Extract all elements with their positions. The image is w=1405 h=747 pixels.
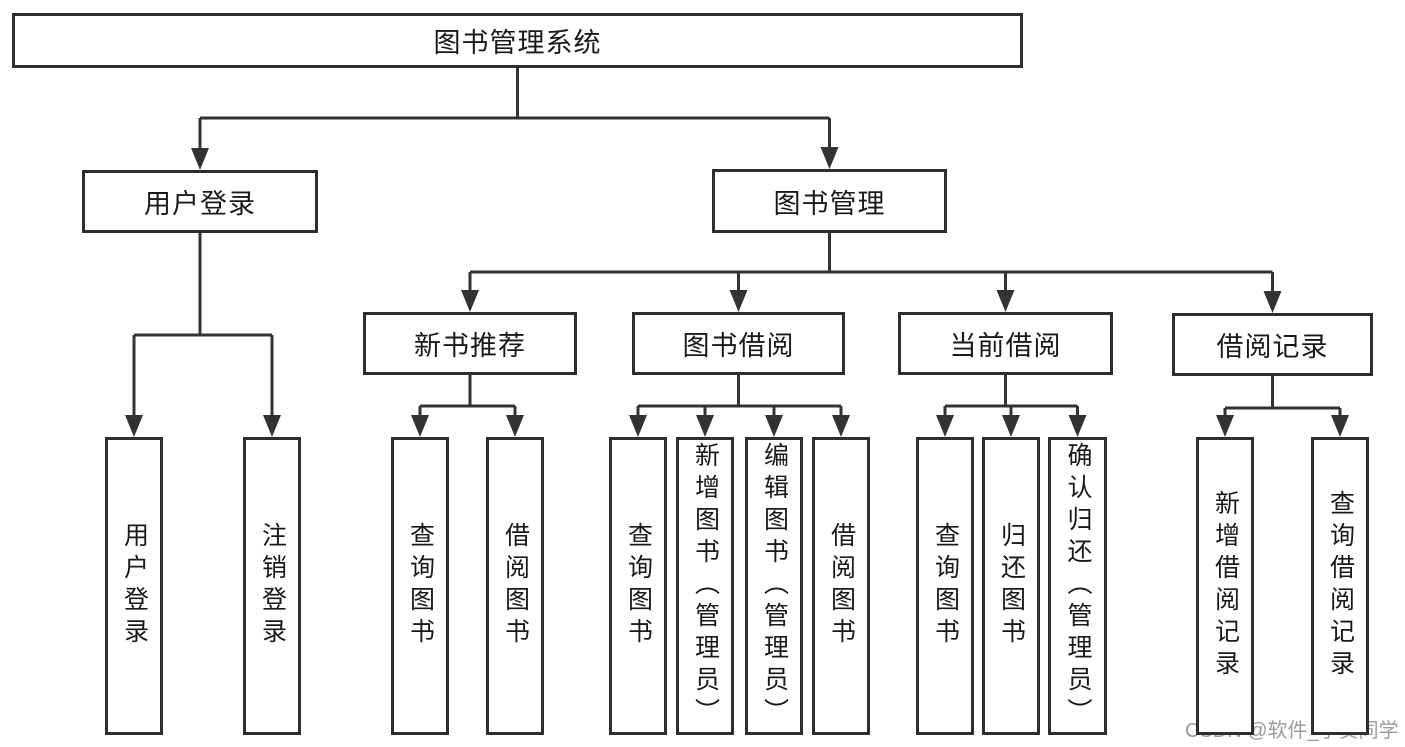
arrowhead-user-login <box>125 415 143 437</box>
node-root-box: 图书管理系统 <box>12 13 1023 68</box>
node-c-return-box: 归还图书 <box>982 437 1040 735</box>
arrowhead-logout <box>263 415 281 437</box>
node-user-login-label: 用户登录 <box>120 522 149 650</box>
node-mgmt-label: 图书管理 <box>773 188 886 219</box>
node-b-borrow-box: 借阅图书 <box>812 437 870 735</box>
connector-lines <box>132 68 1342 421</box>
node-b-query-box: 查询图书 <box>609 437 667 735</box>
node-b-query-label: 查询图书 <box>624 522 653 650</box>
node-c-query-label: 查询图书 <box>931 522 960 650</box>
node-recommend-box: 新书推荐 <box>363 312 577 375</box>
node-rec-query-box: 查询借阅记录 <box>1311 437 1369 735</box>
node-records-box: 借阅记录 <box>1172 313 1373 376</box>
node-r-borrow-box: 借阅图书 <box>486 437 544 735</box>
arrowhead-mgmt <box>820 147 839 169</box>
node-root-label: 图书管理系统 <box>433 28 602 58</box>
arrowhead-rec-query <box>1331 415 1349 437</box>
node-rec-add-box: 新增借阅记录 <box>1196 437 1254 735</box>
node-r-query-label: 查询图书 <box>406 522 435 650</box>
node-b-borrow-label: 借阅图书 <box>827 522 856 650</box>
node-b-edit-box: 编辑图书（管理员） <box>745 437 803 735</box>
node-r-borrow-label: 借阅图书 <box>501 522 530 650</box>
node-borrow-label: 图书借阅 <box>682 331 795 361</box>
node-records-label: 借阅记录 <box>1216 332 1329 362</box>
arrowhead-records <box>1263 291 1282 313</box>
arrowhead-c-confirm <box>1068 415 1087 437</box>
node-mgmt-box: 图书管理 <box>712 169 947 233</box>
node-current-label: 当前借阅 <box>949 331 1062 361</box>
node-current-box: 当前借阅 <box>898 312 1113 375</box>
node-c-query-box: 查询图书 <box>916 437 974 735</box>
arrowhead-b-borrow <box>832 415 850 437</box>
node-r-query-box: 查询图书 <box>391 437 449 735</box>
arrowhead-borrow <box>729 290 748 312</box>
arrowhead-rec-add <box>1216 415 1234 437</box>
arrowhead-recommend <box>461 290 479 312</box>
node-c-confirm-box: 确认归还（管理员） <box>1048 437 1107 735</box>
arrowhead-r-query <box>411 415 429 437</box>
node-c-return-label: 归还图书 <box>997 522 1026 650</box>
arrowhead-login <box>191 148 209 170</box>
node-user-login-box: 用户登录 <box>105 437 163 735</box>
node-logout-label: 注销登录 <box>258 522 287 650</box>
node-recommend-label: 新书推荐 <box>414 331 526 361</box>
arrowhead-b-query <box>629 415 647 437</box>
node-b-add-box: 新增图书（管理员） <box>676 437 734 735</box>
arrowhead-b-add <box>696 415 714 437</box>
node-b-add-label: 新增图书（管理员） <box>691 442 720 730</box>
node-rec-add-label: 新增借阅记录 <box>1211 490 1240 682</box>
arrowhead-r-borrow <box>506 415 524 437</box>
node-c-confirm-label: 确认归还（管理员） <box>1064 442 1092 730</box>
arrowhead-c-query <box>936 415 954 437</box>
node-login-box: 用户登录 <box>82 170 318 233</box>
arrowhead-c-return <box>1002 415 1020 437</box>
arrowhead-current <box>996 290 1015 312</box>
node-logout-box: 注销登录 <box>243 437 301 735</box>
node-borrow-box: 图书借阅 <box>632 312 845 375</box>
node-login-label: 用户登录 <box>144 189 256 219</box>
node-b-edit-label: 编辑图书（管理员） <box>760 442 789 730</box>
node-rec-query-label: 查询借阅记录 <box>1326 490 1355 682</box>
arrowhead-b-edit <box>765 415 783 437</box>
